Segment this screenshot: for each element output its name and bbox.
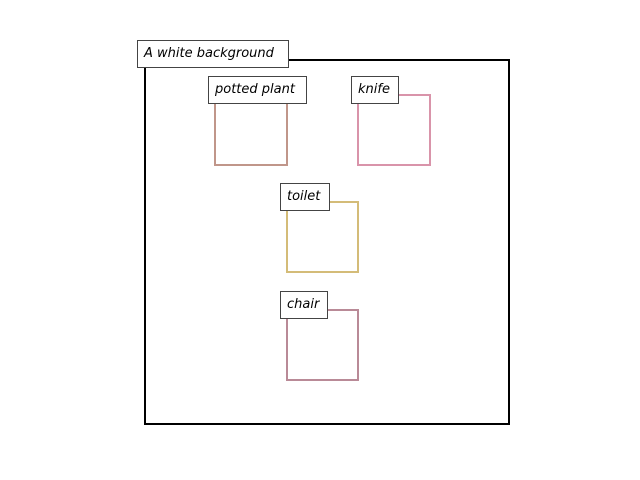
toilet-box [286, 201, 359, 273]
background-caption-label: A white background [137, 40, 289, 68]
chair-label: chair [280, 291, 328, 319]
potted-plant-label: potted plant [208, 76, 307, 104]
knife-label: knife [351, 76, 399, 104]
scene-canvas [144, 59, 510, 425]
knife-box [357, 94, 431, 166]
potted-plant-box [214, 94, 288, 166]
toilet-label: toilet [280, 183, 330, 211]
chair-box [286, 309, 359, 381]
